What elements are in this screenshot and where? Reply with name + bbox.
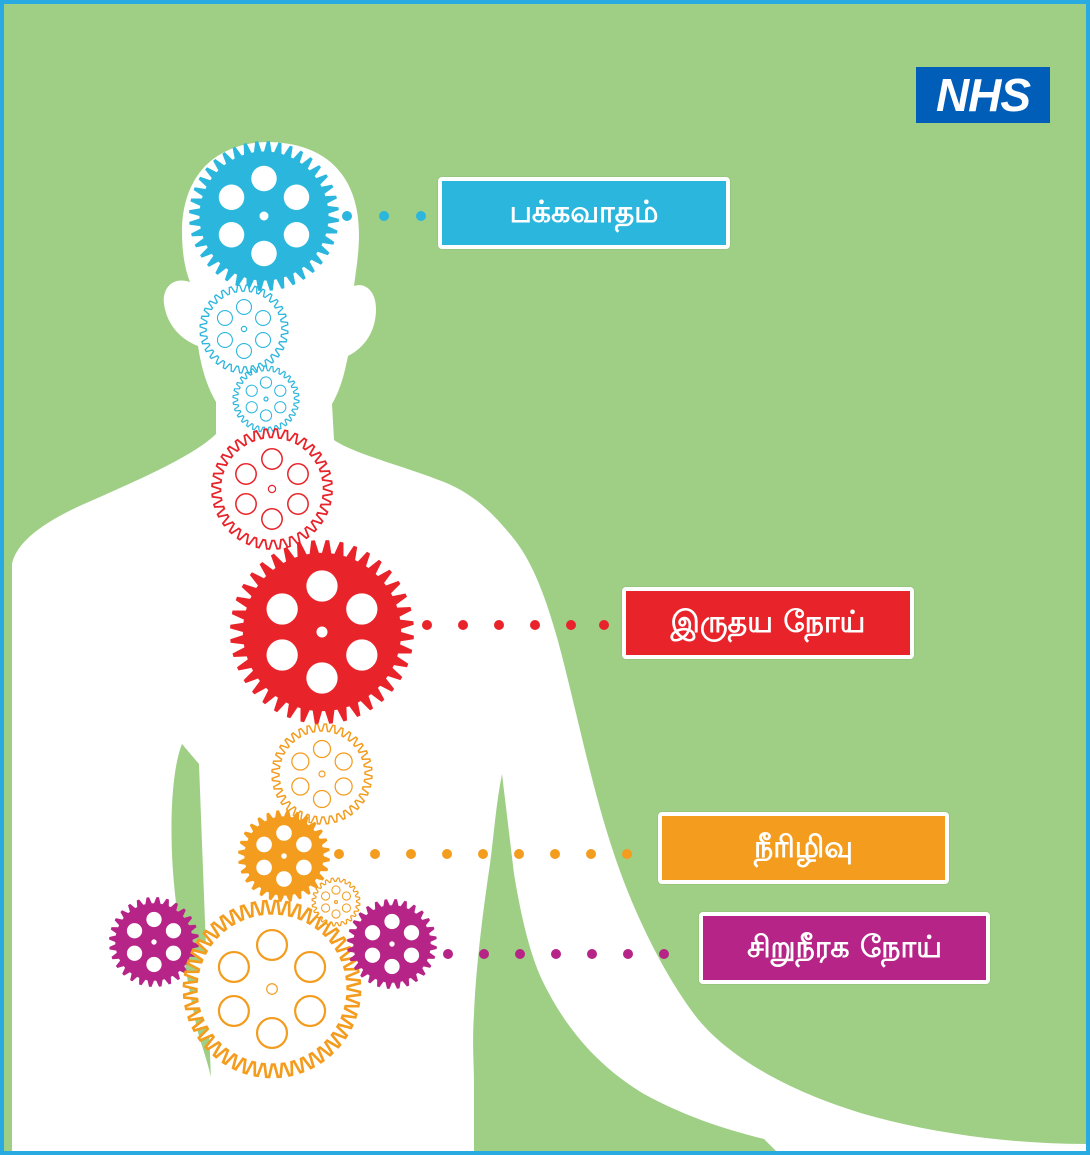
- gear-kidney-right: [347, 899, 437, 989]
- gear-abdomen-outline: [272, 724, 372, 824]
- gear-chest-outline: [212, 429, 332, 549]
- body-silhouette: [12, 142, 1086, 1155]
- gear-diabetes: [238, 810, 330, 902]
- label-heart-disease-text: இருதய நோய்: [671, 608, 866, 638]
- nhs-logo-text: NHS: [936, 72, 1030, 118]
- label-diabetes-text: நீரிழிவு: [754, 833, 853, 863]
- nhs-logo: NHS: [916, 67, 1050, 123]
- label-diabetes: நீரிழிவு: [658, 812, 949, 884]
- label-stroke-text: பக்கவாதம்: [510, 198, 659, 228]
- label-heart-disease: இருதய நோய்: [622, 587, 914, 659]
- label-stroke: பக்கவாதம்: [438, 177, 730, 249]
- label-kidney-disease: சிறுநீரக நோய்: [699, 912, 990, 984]
- label-kidney-disease-text: சிறுநீரக நோய்: [747, 933, 942, 963]
